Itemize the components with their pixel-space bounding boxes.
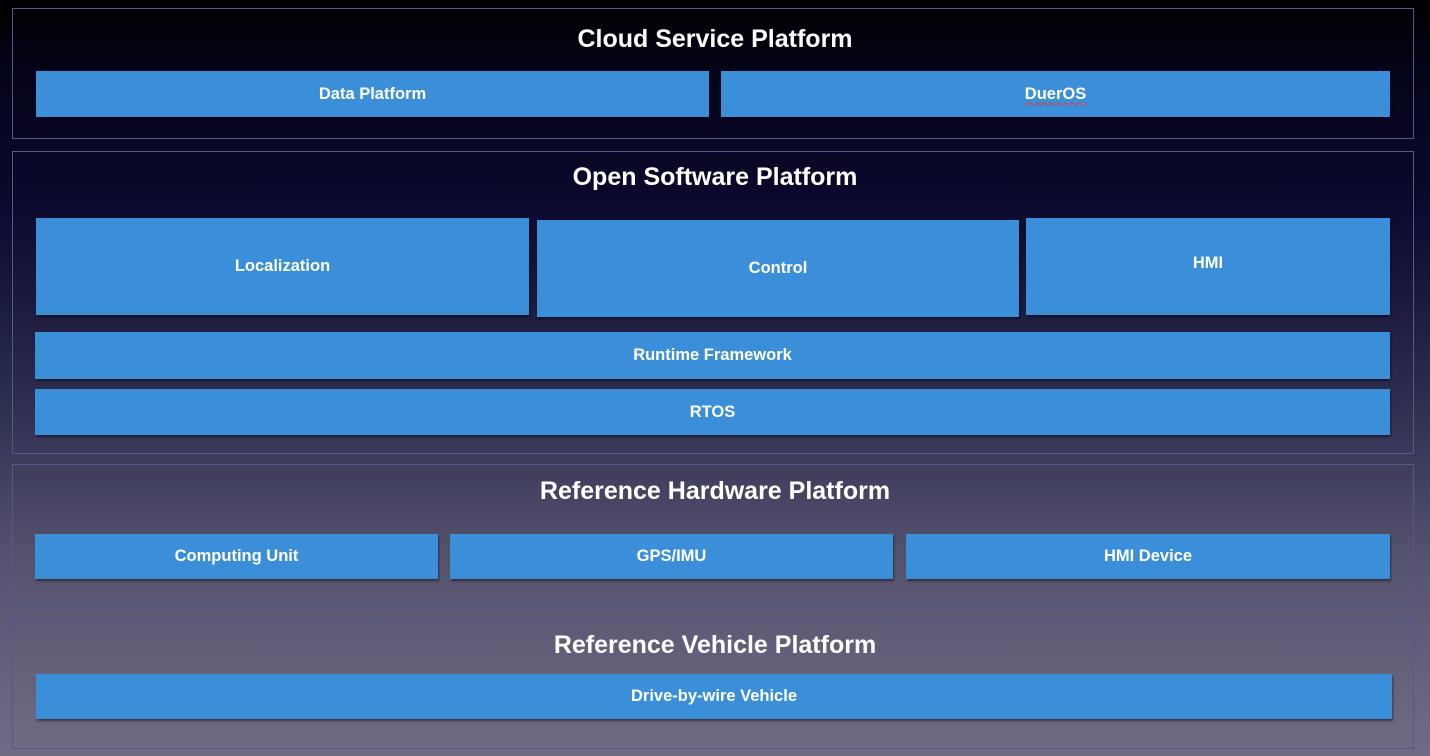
- cloud-service-platform-layer: [12, 8, 1414, 139]
- computing-unit-label: Computing Unit: [174, 547, 299, 565]
- reference-vehicle-platform-title: Reference Vehicle Platform: [553, 631, 877, 659]
- gps-imu-label: GPS/IMU: [636, 547, 707, 565]
- runtime-framework-label: Runtime Framework: [633, 346, 792, 364]
- hmi-device-box: HMI Device: [906, 534, 1390, 579]
- rtos-box: RTOS: [35, 389, 1390, 435]
- computing-unit-box: Computing Unit: [35, 534, 438, 579]
- control-label: Control: [748, 259, 808, 277]
- reference-hardware-platform-title: Reference Hardware Platform: [539, 477, 891, 505]
- drive-by-wire-vehicle-box: Drive-by-wire Vehicle: [36, 674, 1392, 719]
- drive-by-wire-vehicle-label: Drive-by-wire Vehicle: [631, 687, 797, 705]
- data-platform-label: Data Platform: [318, 84, 427, 103]
- hmi-device-label: HMI Device: [1103, 547, 1193, 565]
- dueros-label: DuerOS: [1024, 84, 1087, 103]
- localization-label: Localization: [234, 257, 331, 275]
- gps-imu-box: GPS/IMU: [450, 534, 893, 579]
- open-software-platform-layer: [12, 151, 1414, 454]
- localization-box: Localization: [36, 218, 529, 315]
- cloud-service-platform-title: Cloud Service Platform: [577, 25, 853, 53]
- reference-hardware-platform-layer: [12, 464, 1414, 605]
- control-box: Control: [537, 220, 1019, 317]
- data-platform-box: Data Platform: [36, 71, 709, 117]
- hmi-label: HMI: [1192, 254, 1224, 272]
- reference-vehicle-platform-layer: [12, 618, 1414, 749]
- runtime-framework-box: Runtime Framework: [35, 332, 1390, 379]
- open-software-platform-title: Open Software Platform: [572, 163, 858, 191]
- dueros-box: DuerOS: [721, 71, 1390, 117]
- rtos-label: RTOS: [689, 402, 736, 421]
- hmi-box: HMI: [1026, 218, 1390, 315]
